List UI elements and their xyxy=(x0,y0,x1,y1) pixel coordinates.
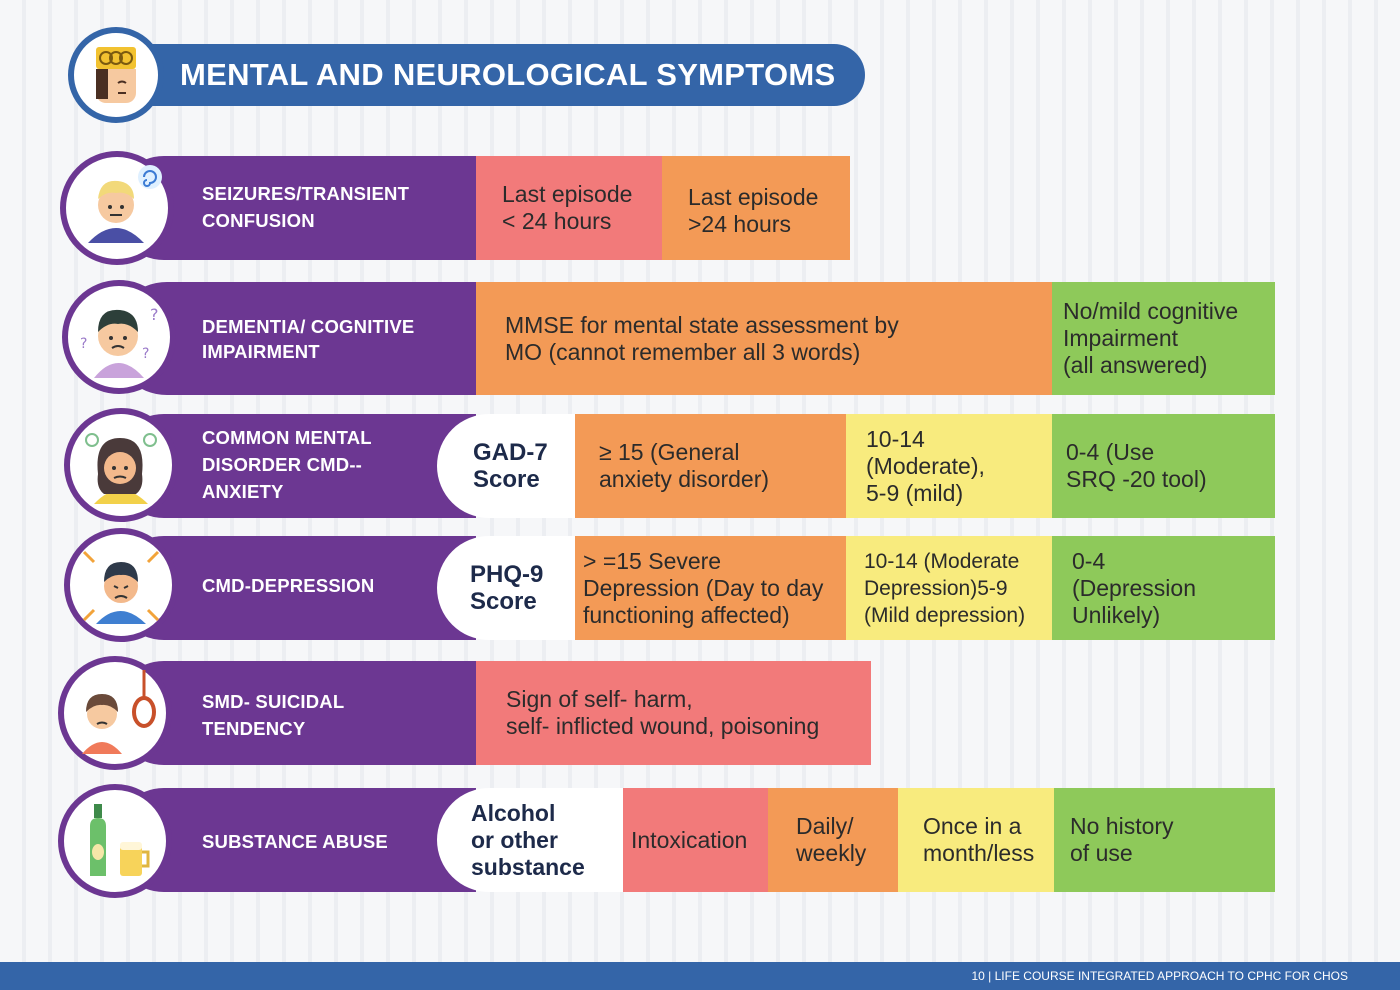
forgetful-person-icon: ? ? ? xyxy=(80,305,159,378)
title-icon-badge xyxy=(68,27,164,123)
noose-person-icon xyxy=(82,670,156,754)
bottle-beer-icon xyxy=(90,804,150,876)
row-seizures-icon-badge xyxy=(60,151,174,265)
row-depression-icon-badge xyxy=(64,528,178,642)
row-suicidal-icon-badge xyxy=(58,656,172,770)
row-seizures-cell-2: Last episode>24 hours xyxy=(662,156,850,260)
row-anxiety-icon-badge xyxy=(64,408,178,522)
anxious-person-icon xyxy=(85,433,157,504)
row-dementia-icon-badge: ? ? ? xyxy=(62,280,176,394)
row-seizures-cell-1: Last episode< 24 hours xyxy=(476,156,662,260)
row-substance-cell-1: Intoxication xyxy=(623,788,768,892)
row-substance-label: SUBSTANCE ABUSE xyxy=(202,831,388,852)
row-anxiety-cell-2: 10-14(Moderate),5-9 (mild) xyxy=(846,414,1052,518)
footer-text: 10 | LIFE COURSE INTEGRATED APPROACH TO … xyxy=(971,969,1348,983)
row-substance-icon-badge xyxy=(58,784,172,898)
confused-person-icon xyxy=(88,165,162,243)
svg-text:?: ? xyxy=(142,346,149,362)
row-suicidal-cell-1: Sign of self- harm,self- inflicted wound… xyxy=(476,661,871,765)
head-pain-icon xyxy=(96,47,136,103)
row-substance-cell-2: Daily/weekly xyxy=(768,788,898,892)
row-substance-label-bar xyxy=(112,788,476,892)
svg-text:?: ? xyxy=(150,305,159,324)
row-suicidal-label-bar xyxy=(112,661,476,765)
page-title: MENTAL AND NEUROLOGICAL SYMPTOMS xyxy=(180,57,836,92)
footer-bar xyxy=(0,962,1400,990)
depressed-person-icon xyxy=(82,550,160,624)
svg-text:?: ? xyxy=(80,336,87,352)
row-depression-label: CMD-DEPRESSION xyxy=(202,575,375,596)
title-banner xyxy=(150,44,865,106)
